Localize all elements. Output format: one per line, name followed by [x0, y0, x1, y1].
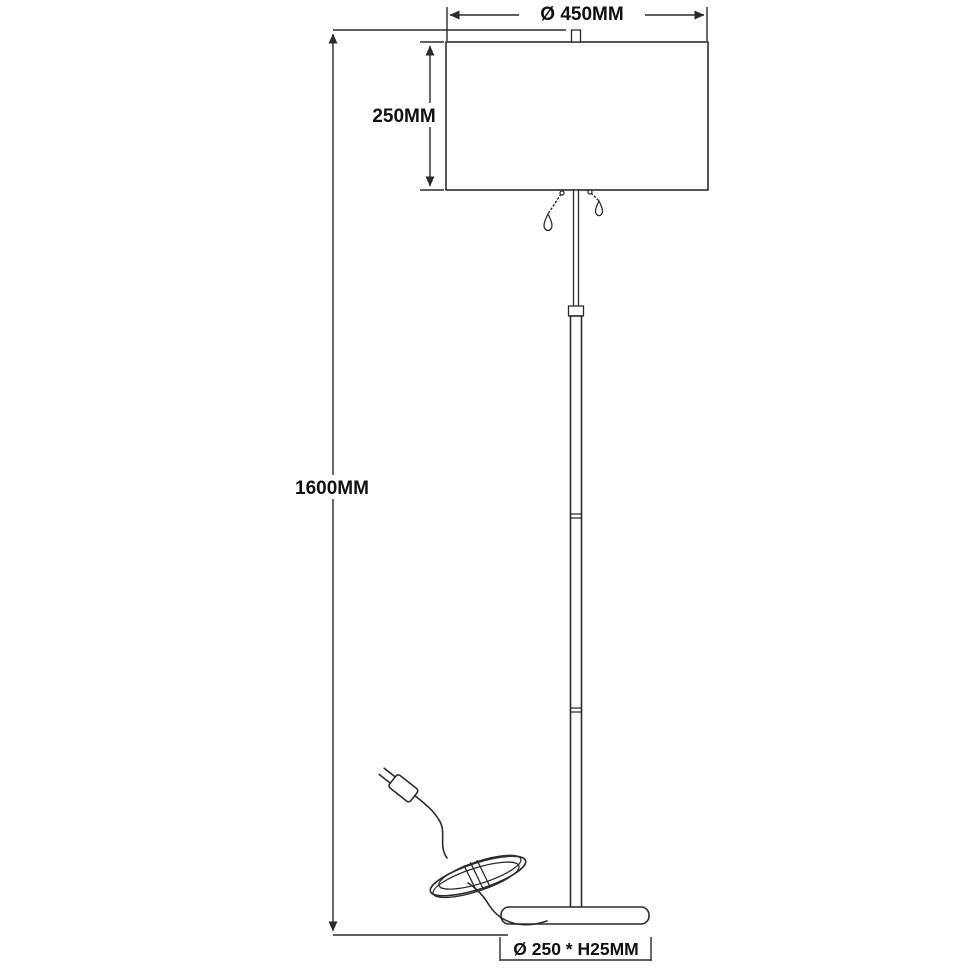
pull-left [543, 212, 553, 232]
label-backdrop [285, 475, 380, 499]
shade-height-label: 250MM [372, 106, 435, 127]
label-backdrop [362, 103, 444, 127]
dimension-shade-height: 250MM [362, 41, 444, 191]
overall-height-label: 1600MM [295, 478, 369, 499]
upper-rod [572, 189, 580, 309]
finial [570, 29, 582, 43]
pole-collar [567, 305, 585, 317]
coil-tie-3 [476, 859, 491, 887]
coil-loop-2 [432, 861, 520, 899]
pole-main [569, 315, 583, 909]
pull-chain-right [590, 192, 600, 202]
label-backdrop [519, 2, 645, 26]
lamp-shade [445, 29, 709, 191]
dimension-base-size: Ø 250 * H25MM [499, 937, 652, 961]
plug-prong-1 [383, 767, 397, 778]
coil-tie-2 [469, 862, 484, 890]
coil-loop-1 [429, 855, 527, 897]
coil-loop-3 [438, 854, 522, 890]
base-size-label: Ø 250 * H25MM [513, 939, 638, 959]
cord-to-plug [412, 793, 448, 859]
shade-diameter-label: Ø 450MM [540, 4, 623, 25]
base-disc [500, 906, 650, 925]
lamp-base [500, 906, 650, 925]
power-plug [378, 767, 419, 803]
cord-coil [429, 854, 527, 899]
pull-chains [543, 189, 604, 232]
plug-prong-2 [378, 773, 392, 784]
dimension-shade-diameter: Ø 450MM [446, 2, 708, 41]
shade-drum [445, 41, 709, 191]
pull-chain-left [547, 193, 562, 215]
coil-tie-1 [463, 865, 478, 892]
dimension-overall-height: 1600MM [285, 29, 566, 936]
power-cord [378, 767, 548, 926]
pull-right [594, 199, 604, 217]
lamp-pole [567, 189, 585, 909]
plug-body [388, 774, 419, 803]
